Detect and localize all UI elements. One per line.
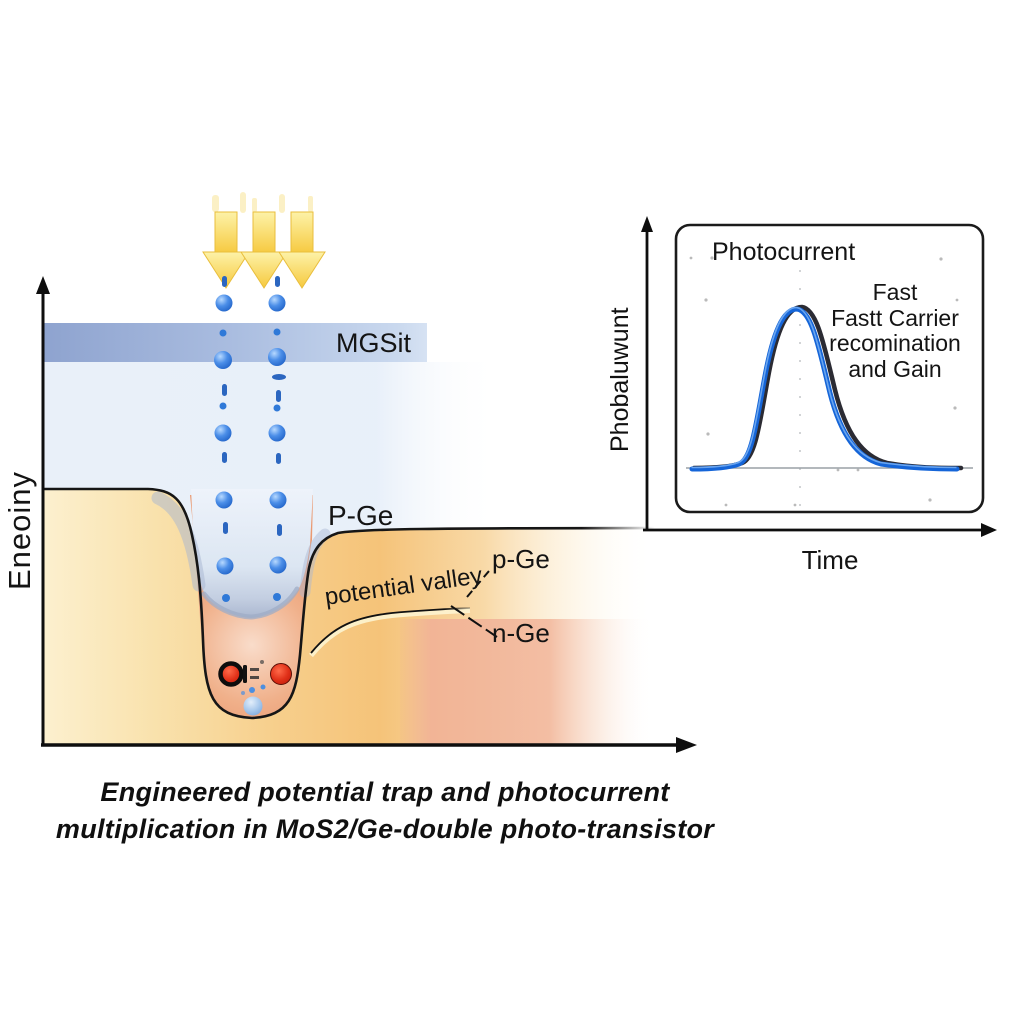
well-blue-tongue [191,489,313,618]
trapped-hole [270,663,292,685]
escaping-electron-drop [243,696,263,716]
nge-pointer-line [450,605,498,638]
electron-column-right [268,276,287,601]
photon-arrow-2 [240,211,288,289]
inset-title: Photocurrent [712,238,856,266]
potential-curve-outline [43,487,691,720]
pge-layer-label: p-Ge [492,544,550,574]
photon-arrow-1 [202,211,250,289]
trapped-hole-ringed [218,661,244,687]
inset-annotation-line-2: Fastt Carrier [831,304,959,331]
inset-annotation: Fast Fastt Carrier recomination and Gain [812,279,978,382]
caption-line-2: multiplication in MoS2/Ge-double photo-t… [55,814,715,844]
inset-chart [641,216,997,537]
energy-axis-label: Eneoiny [2,470,37,590]
inset-annotation-line-3: recomination [829,330,961,356]
inset-axes [641,216,997,537]
salmon-region [400,619,652,744]
band-diagram [36,192,697,753]
pge-region-label: P-Ge [328,500,394,531]
mos2-band-label: MGSit [336,328,412,358]
inset-blue-curve [689,306,960,472]
photon-arrow-3 [278,211,326,289]
electron-stream [214,276,287,602]
inset-y-axis-label: Phobaluwunt [606,307,634,452]
nge-layer-label: n-Ge [492,618,550,648]
trapped-carriers [218,660,292,716]
inset-blue-curve-highlight [691,306,957,469]
tongue-meniscus-edge [201,586,300,620]
inset-annotation-line-1: Fast [872,279,918,305]
valley-curve [310,607,471,654]
caption-line-1: Engineered potential trap and photocurre… [100,777,670,807]
mos2-band [43,323,427,362]
light-streaks [212,192,313,213]
pge-pointer-line [466,570,490,598]
inset-annotation-line-4: and Gain [848,355,942,382]
figure-caption: Engineered potential trap and photocurre… [15,774,755,848]
inset-noise-specks [689,256,959,507]
electron-column-left [214,276,234,602]
inset-x-axis-label: Time [801,545,859,575]
main-axes [36,276,697,753]
valley-curve-highlight [309,608,471,658]
photon-arrows [202,192,326,289]
